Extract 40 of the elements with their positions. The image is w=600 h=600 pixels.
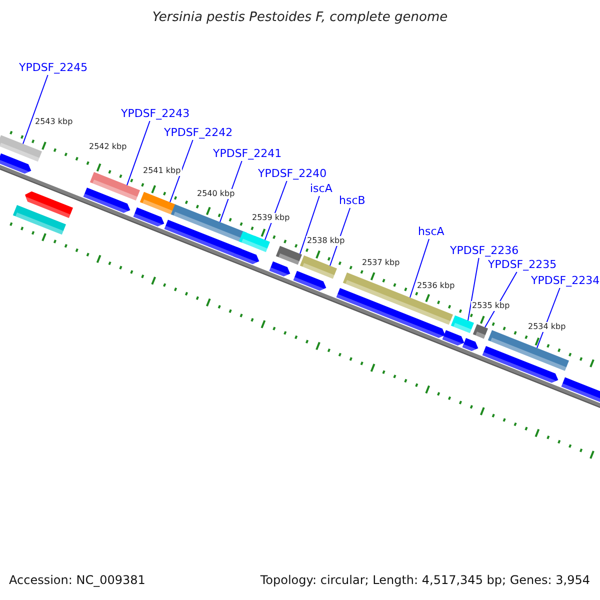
scale-label: 2541 kbp bbox=[142, 166, 182, 176]
scale-label: 2539 kbp bbox=[251, 213, 291, 223]
leader-line bbox=[126, 120, 150, 186]
leader-line bbox=[410, 238, 430, 298]
gene-label: YPDSF_2243 bbox=[121, 108, 190, 120]
gene-label: YPDSF_2242 bbox=[164, 127, 233, 139]
gene-bar bbox=[140, 192, 176, 216]
gene-label: YPDSF_2235 bbox=[488, 259, 557, 271]
gene-bar bbox=[0, 135, 42, 163]
gene-label: YPDSF_2236 bbox=[450, 245, 519, 257]
gene-bar bbox=[342, 272, 453, 326]
gene-bar bbox=[472, 324, 488, 340]
gene-label: YPDSF_2234 bbox=[531, 275, 600, 287]
gene-bar bbox=[90, 172, 140, 202]
gene-bar bbox=[488, 330, 569, 372]
genome-info: Topology: circular; Length: 4,517,345 bp; Genes: 3,954 bbox=[260, 573, 590, 587]
gene-label: YPDSF_2241 bbox=[213, 148, 282, 160]
gene-label: hscA bbox=[418, 226, 444, 238]
leader-line bbox=[300, 196, 320, 254]
gene-label: hscB bbox=[339, 195, 366, 207]
gene-label: YPDSF_2240 bbox=[258, 168, 327, 180]
scale-label: 2540 kbp bbox=[196, 189, 236, 199]
leader-line bbox=[22, 74, 48, 144]
scale-label: 2536 kbp bbox=[416, 281, 456, 291]
gene-bar bbox=[450, 315, 474, 334]
scale-label: 2543 kbp bbox=[34, 117, 74, 127]
scale-label: 2542 kbp bbox=[88, 142, 128, 152]
map-title: Yersinia pestis Pestoides F, complete genome bbox=[151, 10, 449, 25]
gene-label: iscA bbox=[310, 183, 332, 195]
scale-label: 2538 kbp bbox=[306, 236, 346, 246]
leader-line bbox=[170, 140, 194, 203]
leader-line bbox=[468, 258, 480, 322]
scale-label: 2537 kbp bbox=[361, 258, 401, 268]
accession-label: Accession: NC_009381 bbox=[9, 573, 146, 587]
gene-bar bbox=[238, 231, 270, 254]
scale-label: 2534 kbp bbox=[527, 322, 567, 332]
gene-bar bbox=[300, 255, 337, 280]
gene-label: YPDSF_2245 bbox=[19, 62, 88, 74]
scale-label: 2535 kbp bbox=[471, 301, 511, 311]
gene-bar bbox=[276, 246, 302, 266]
